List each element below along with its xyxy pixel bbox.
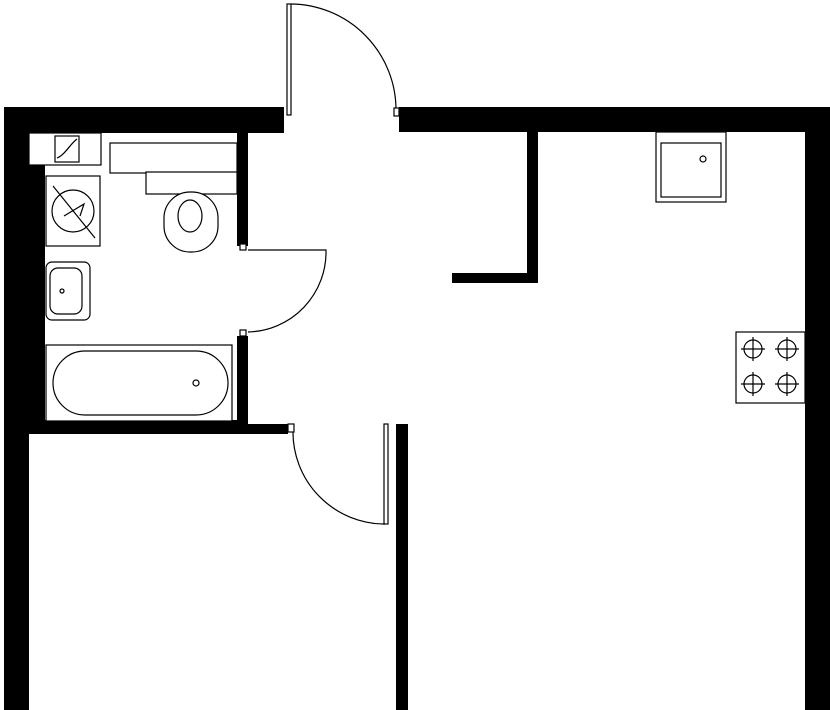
top-wall-left — [4, 107, 284, 133]
electrical-panel-icon — [28, 132, 102, 166]
bedroom-door-jamb — [287, 423, 295, 433]
bathroom-shelf — [109, 142, 238, 174]
bedroom-door[interactable] — [287, 423, 389, 525]
kitchen-sink-icon — [655, 131, 727, 203]
bathroom-bottom-wall — [29, 420, 248, 434]
left-wall — [4, 107, 29, 710]
stove-burner — [775, 372, 799, 396]
bathroom-door-jamb-bottom — [239, 329, 247, 337]
kitchen-fixtures — [655, 131, 806, 404]
bathroom-partition-lower — [237, 336, 248, 426]
bedroom-partition — [396, 424, 408, 710]
bedroom-door-swing — [292, 429, 386, 525]
top-wall-right — [399, 107, 830, 132]
stove-burner — [775, 337, 799, 361]
stove-icon — [735, 331, 806, 404]
toilet-tank — [145, 171, 238, 195]
bathtub-icon — [45, 344, 233, 422]
entrance-door[interactable] — [286, 3, 400, 117]
bathroom-fixtures — [28, 132, 238, 422]
doors — [239, 3, 400, 525]
entrance-door-jamb — [393, 107, 400, 117]
bathroom-inner-left — [29, 165, 45, 420]
toilet-icon — [163, 191, 219, 253]
kitchen-partition-vertical — [527, 132, 538, 283]
entrance-door-swing — [290, 3, 397, 111]
kitchen-partition-stub — [452, 273, 538, 283]
bathroom-door-swing — [247, 249, 327, 333]
bathroom-door[interactable] — [239, 243, 327, 337]
entrance-door-leaf — [286, 3, 292, 116]
bathroom-door-jamb-top — [239, 243, 247, 251]
washing-machine-icon — [45, 175, 101, 247]
right-wall — [805, 107, 830, 710]
hallway-wall-lower-left — [248, 424, 288, 434]
walls — [4, 107, 830, 710]
bathroom-partition-upper — [237, 133, 248, 246]
sink-icon — [45, 261, 91, 321]
stove-burner — [741, 372, 765, 396]
stove-burner — [741, 337, 765, 361]
bedroom-door-leaf — [383, 423, 389, 525]
